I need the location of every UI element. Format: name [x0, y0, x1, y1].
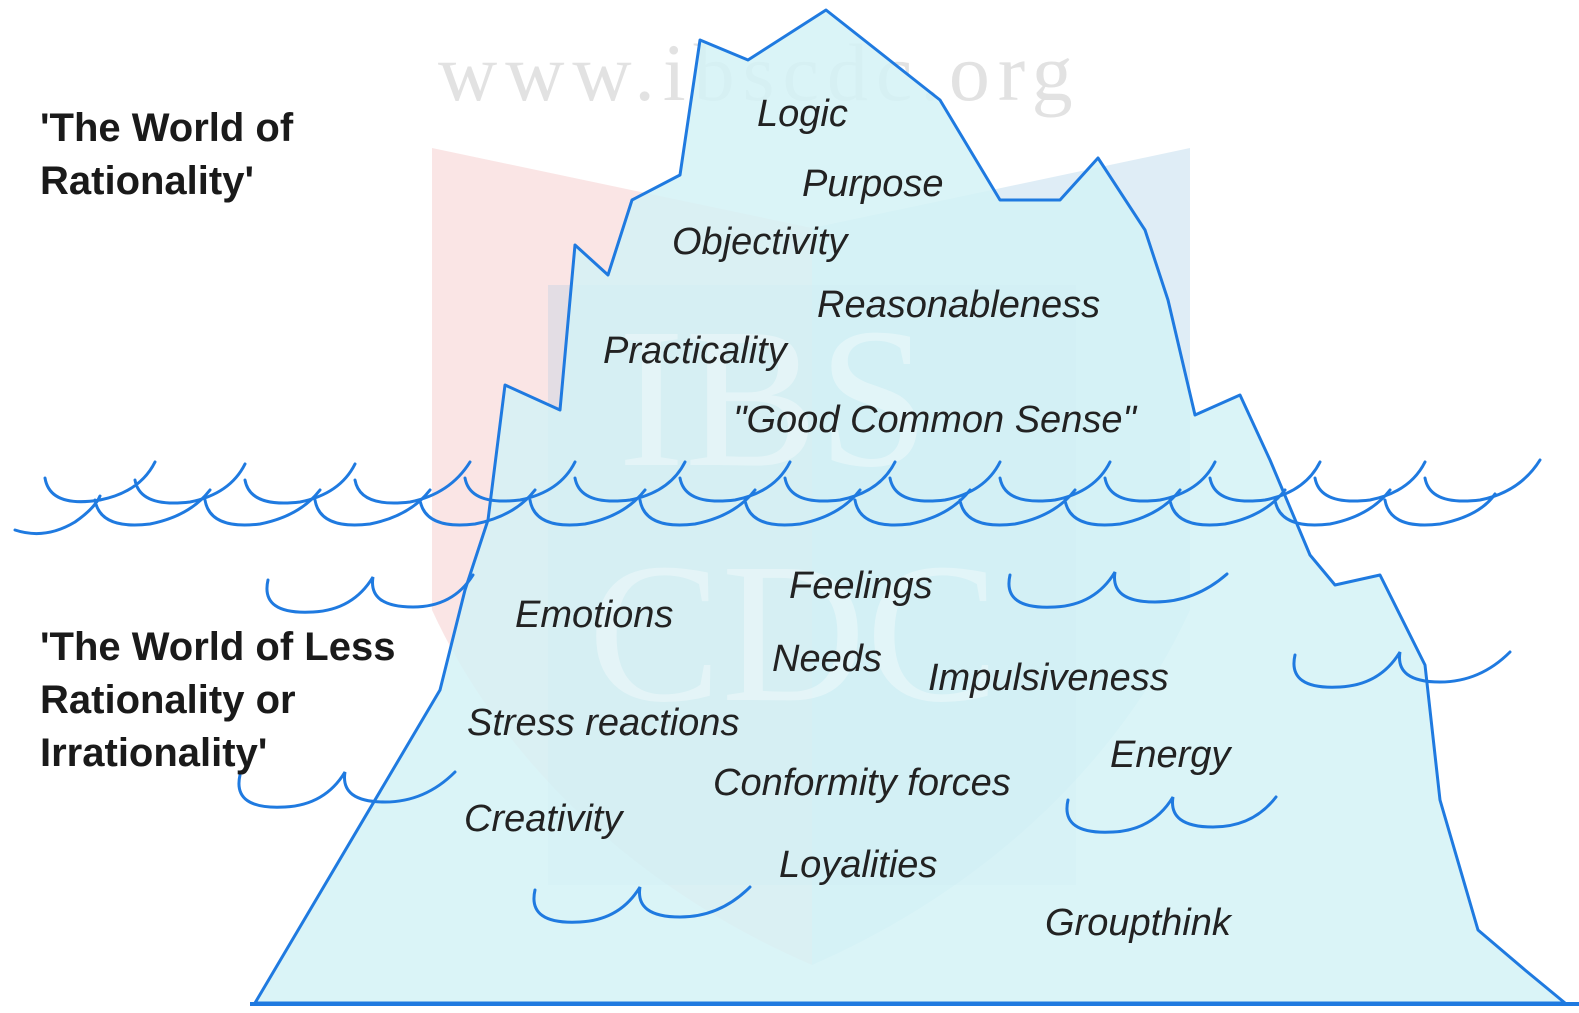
concept-good-common-sense: "Good Common Sense": [733, 399, 1137, 441]
iceberg: [253, 8, 1567, 1005]
wave-6: [532, 885, 752, 924]
concept-conformity-forces: Conformity forces: [713, 762, 1011, 804]
concept-stress-reactions: Stress reactions: [467, 702, 739, 744]
concept-purpose: Purpose: [802, 163, 944, 205]
concept-impulsiveness: Impulsiveness: [928, 657, 1169, 699]
waterline-upper: [43, 458, 1542, 505]
wave-3: [1292, 650, 1512, 689]
small-waves: [237, 571, 1512, 924]
label-irrational-line-2: Rationality or: [40, 678, 296, 722]
concept-loyalities: Loyalities: [779, 844, 937, 886]
waterline-lower: [13, 488, 1497, 536]
label-world-of-rationality: 'The World of Rationality': [40, 102, 460, 208]
concept-emotions: Emotions: [515, 594, 673, 636]
concept-objectivity: Objectivity: [672, 221, 849, 263]
watermark-mark-bottom: CDC: [588, 523, 999, 744]
wave-1: [265, 573, 475, 614]
label-world-of-less-rationality: 'The World of Less Rationality or Irrati…: [40, 621, 460, 780]
label-irrational-line-1: 'The World of Less: [40, 625, 396, 669]
concept-groupthink: Groupthink: [1045, 902, 1233, 944]
watermark-monogram: IBS CDC: [588, 288, 999, 744]
concept-logic: Logic: [757, 93, 848, 135]
label-irrational-line-3: Irrationality': [40, 731, 268, 775]
wave-2: [1007, 571, 1229, 609]
concept-practicality: Practicality: [603, 330, 789, 372]
wave-5: [1065, 795, 1278, 834]
concept-feelings: Feelings: [789, 565, 933, 607]
concept-needs: Needs: [772, 638, 882, 680]
above-water-concepts: Logic Purpose Objectivity Reasonableness…: [603, 93, 1137, 441]
concept-creativity: Creativity: [464, 798, 624, 840]
label-rational-line-1: 'The World of: [40, 106, 294, 150]
watermark-mark-top: IBS: [618, 288, 929, 509]
wave-4: [237, 770, 457, 809]
concept-energy: Energy: [1110, 734, 1232, 776]
concept-reasonableness: Reasonableness: [817, 284, 1100, 326]
below-water-concepts: Emotions Feelings Needs Impulsiveness St…: [464, 565, 1233, 944]
label-rational-line-2: Rationality': [40, 159, 254, 203]
